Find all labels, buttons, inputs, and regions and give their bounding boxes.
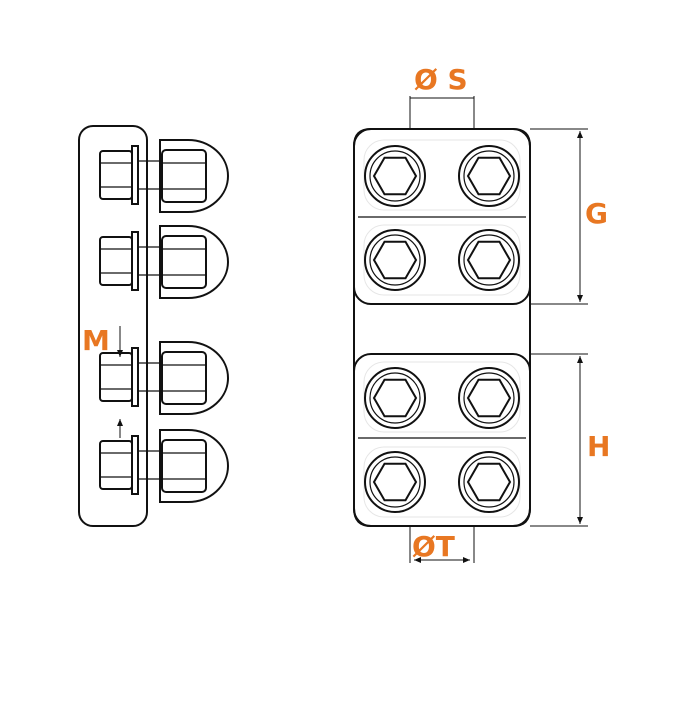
front-bolt-2 [458,145,520,207]
label-diameter-t: ØT [412,530,455,563]
side-bolt-4 [99,429,229,503]
side-bolt-1 [99,139,229,213]
front-bolt-6 [458,367,520,429]
side-plate [78,125,148,527]
front-view [353,96,588,563]
side-bolt-2 [99,225,229,299]
label-g: G [585,197,608,230]
label-h: H [587,430,611,463]
dimension-s [409,96,475,129]
label-diameter-s: Ø S [414,63,468,96]
front-bolt-3 [364,229,426,291]
side-bolt-3 [99,341,229,415]
label-m: M [82,324,110,357]
front-bolt-4 [458,229,520,291]
front-bolt-8 [458,451,520,513]
dimension-h [530,353,588,527]
front-bolt-7 [364,451,426,513]
dimension-t [409,526,475,563]
dimension-g [530,128,588,305]
front-bolt-5 [364,367,426,429]
front-bolt-1 [364,145,426,207]
side-view [78,125,229,527]
